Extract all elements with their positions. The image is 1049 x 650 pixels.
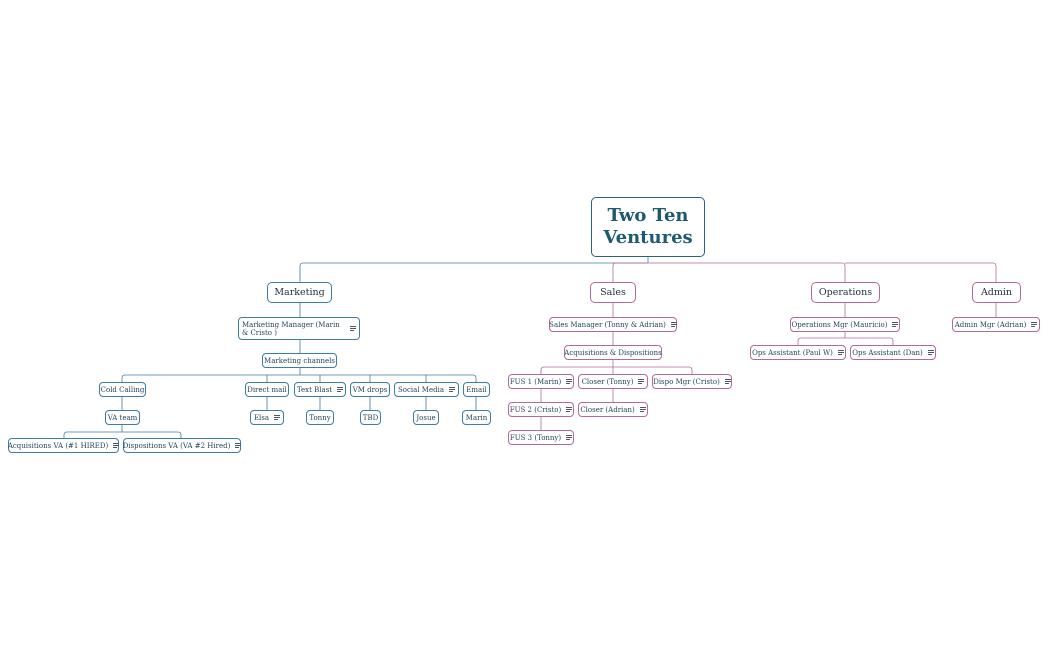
josue-node[interactable]: Josue xyxy=(413,410,439,425)
operations-manager-label: Operations Mgr (Mauricio) xyxy=(791,320,888,329)
branch-sales[interactable]: Sales xyxy=(590,282,636,303)
notes-icon xyxy=(274,414,281,421)
tbd-node[interactable]: TBD xyxy=(360,410,381,425)
marketing-channels-label: Marketing channels xyxy=(264,356,335,365)
social-media-label: Social Media xyxy=(398,385,445,394)
closer-tonny-node[interactable]: Closer (Tonny) xyxy=(578,374,648,389)
ops-assistant-dan-node[interactable]: Ops Assistant (Dan) xyxy=(850,345,936,360)
root-to-admin-line xyxy=(845,262,997,282)
acq-dispo-label: Acquisitions & Dispositions xyxy=(564,348,662,357)
marketing-channels-node[interactable]: Marketing channels xyxy=(262,353,337,368)
root-topic[interactable]: Two Ten Ventures xyxy=(591,197,705,257)
branch-marketing-label: Marketing xyxy=(274,286,325,298)
dispo-mgr-node[interactable]: Dispo Mgr (Cristo) xyxy=(652,374,732,389)
marketing-manager-node[interactable]: Marketing Manager (Marin & Cristo ) xyxy=(238,317,360,340)
notes-icon xyxy=(1031,321,1038,328)
text-blast-node[interactable]: Text Blast xyxy=(294,382,346,397)
notes-icon xyxy=(113,442,120,449)
operations-manager-node[interactable]: Operations Mgr (Mauricio) xyxy=(790,317,900,332)
notes-icon xyxy=(670,321,677,328)
social-media-node[interactable]: Social Media xyxy=(394,382,459,397)
cold-calling-label: Cold Calling xyxy=(100,385,145,394)
fus3-node[interactable]: FUS 3 (Tonny) xyxy=(508,430,574,445)
direct-mail-node[interactable]: Direct mail xyxy=(245,382,289,397)
va-team-label: VA team xyxy=(107,413,138,422)
ops-assistant-paul-node[interactable]: Ops Assistant (Paul W) xyxy=(750,345,846,360)
channel-drop-line xyxy=(121,374,126,382)
notes-icon xyxy=(566,434,573,441)
notes-icon xyxy=(235,442,242,449)
admin-manager-node[interactable]: Admin Mgr (Adrian) xyxy=(952,317,1040,332)
acq-drop-line xyxy=(688,366,693,374)
branch-admin-label: Admin xyxy=(980,286,1013,298)
fus2-node[interactable]: FUS 2 (Cristo) xyxy=(508,402,574,417)
email-label: Email xyxy=(466,385,487,394)
notes-icon xyxy=(449,386,456,393)
notes-icon xyxy=(638,378,645,385)
sales-manager-node[interactable]: Sales Manager (Tonny & Adrian) xyxy=(549,317,677,332)
admin-manager-label: Admin Mgr (Adrian) xyxy=(954,320,1027,329)
marin-label: Marin xyxy=(465,413,488,422)
dispositions-va-node[interactable]: Dispositions VA (VA #2 Hired) xyxy=(122,438,242,453)
cold-calling-node[interactable]: Cold Calling xyxy=(99,382,146,397)
closer-adrian-label: Closer (Adrian) xyxy=(580,405,635,414)
ops-assistant-paul-label: Ops Assistant (Paul W) xyxy=(752,348,833,357)
notes-icon xyxy=(927,349,934,356)
acq-dispo-node[interactable]: Acquisitions & Dispositions xyxy=(564,345,662,360)
acquisitions-va-label: Acquisitions VA (#1 HIRED) xyxy=(7,441,109,450)
text-blast-label: Text Blast xyxy=(296,385,333,394)
notes-icon xyxy=(337,386,344,393)
notes-icon xyxy=(350,325,356,332)
elsa-label: Elsa xyxy=(253,413,270,422)
marin-node[interactable]: Marin xyxy=(462,410,491,425)
root-title: Two Ten Ventures xyxy=(603,205,693,248)
vm-drops-label: VM drops xyxy=(352,385,388,394)
ops-drop-line xyxy=(797,337,802,345)
branch-operations-label: Operations xyxy=(818,286,873,298)
tonny-node[interactable]: Tonny xyxy=(306,410,334,425)
channel-drop-line xyxy=(472,374,477,382)
dispo-mgr-label: Dispo Mgr (Cristo) xyxy=(653,377,720,386)
marketing-manager-label: Marketing Manager (Marin & Cristo ) xyxy=(242,320,340,337)
elsa-node[interactable]: Elsa xyxy=(250,410,284,425)
notes-icon xyxy=(639,406,646,413)
closer-adrian-node[interactable]: Closer (Adrian) xyxy=(578,402,648,417)
tbd-label: TBD xyxy=(362,413,379,422)
notes-icon xyxy=(566,378,573,385)
fus1-label: FUS 1 (Marin) xyxy=(509,377,562,386)
closer-tonny-label: Closer (Tonny) xyxy=(581,377,634,386)
acq-drop-line xyxy=(540,366,545,374)
root-to-operations-line xyxy=(648,262,846,282)
branch-sales-label: Sales xyxy=(600,286,626,298)
fus2-label: FUS 2 (Cristo) xyxy=(509,405,562,414)
ops-assistant-dan-label: Ops Assistant (Dan) xyxy=(852,348,923,357)
dispositions-va-label: Dispositions VA (VA #2 Hired) xyxy=(122,441,231,450)
direct-mail-label: Direct mail xyxy=(247,385,287,394)
va-team-node[interactable]: VA team xyxy=(105,410,140,425)
acquisitions-va-node[interactable]: Acquisitions VA (#1 HIRED) xyxy=(7,438,120,453)
notes-icon xyxy=(892,321,899,328)
fus1-node[interactable]: FUS 1 (Marin) xyxy=(508,374,574,389)
josue-label: Josue xyxy=(416,413,436,422)
vm-drops-node[interactable]: VM drops xyxy=(350,382,390,397)
branch-admin[interactable]: Admin xyxy=(972,282,1021,303)
fus3-label: FUS 3 (Tonny) xyxy=(509,433,562,442)
branch-marketing[interactable]: Marketing xyxy=(267,282,332,303)
branch-operations[interactable]: Operations xyxy=(811,282,880,303)
notes-icon xyxy=(724,378,731,385)
tonny-label: Tonny xyxy=(309,413,331,422)
email-node[interactable]: Email xyxy=(463,382,490,397)
root-to-marketing-line xyxy=(299,262,648,282)
ops-drop-line xyxy=(889,337,894,345)
notes-icon xyxy=(837,349,844,356)
root-to-sales-line xyxy=(612,262,648,282)
sales-manager-label: Sales Manager (Tonny & Adrian) xyxy=(549,320,666,329)
notes-icon xyxy=(566,406,573,413)
